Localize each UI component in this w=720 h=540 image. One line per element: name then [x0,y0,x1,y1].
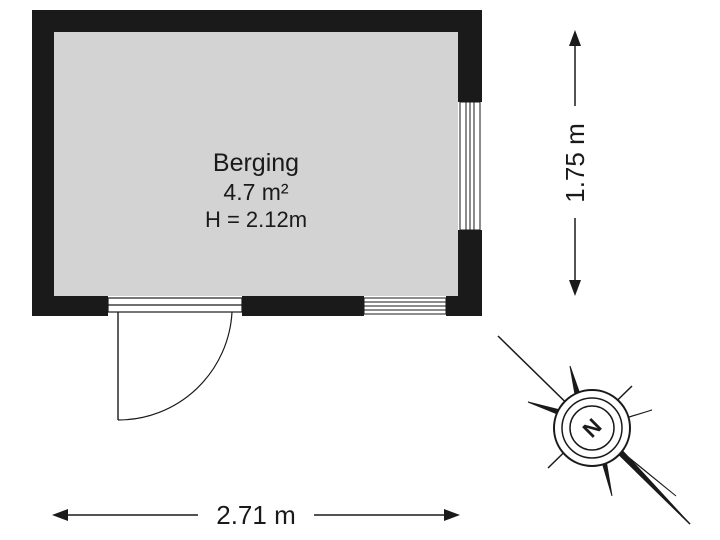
wall-right-upper [458,10,482,102]
wall-bottom-right [446,296,482,316]
wall-top [32,10,482,32]
room-area: 4.7 m² [223,179,289,205]
wall-left [32,10,54,316]
window-bottom [363,297,447,315]
width-label: 2.71 m [216,500,296,530]
room-height: H = 2.12m [205,207,307,232]
width-dimension [52,509,460,521]
compass: N [497,335,691,525]
wall-bottom-middle [242,296,364,316]
window-right [459,101,481,231]
depth-label: 1.75 m [560,123,590,203]
walls [32,10,482,316]
wall-bottom-left [32,296,108,316]
depth-dimension [569,30,581,296]
room-name: Berging [213,149,299,177]
door [107,297,243,421]
room-floor [54,32,458,296]
